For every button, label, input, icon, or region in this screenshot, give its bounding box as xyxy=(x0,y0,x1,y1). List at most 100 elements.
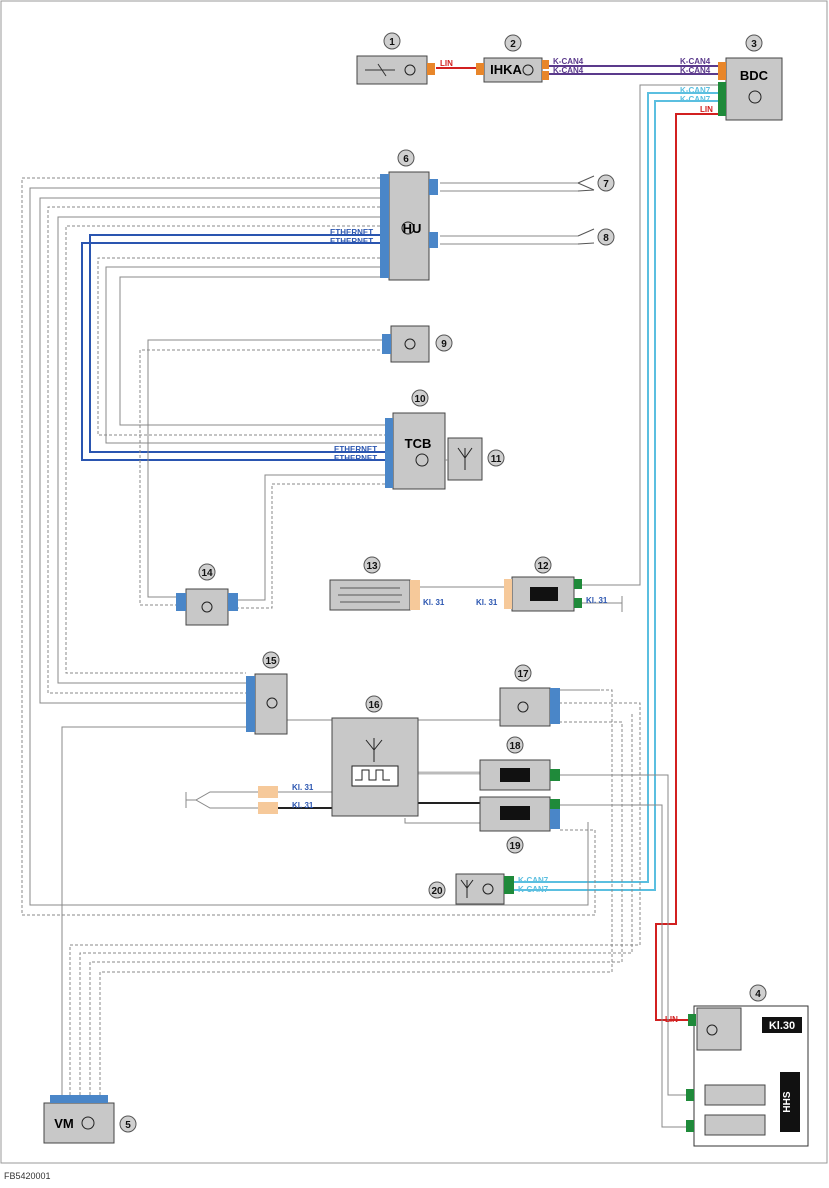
connector-5 xyxy=(50,1095,108,1103)
antenna-7 xyxy=(577,175,595,192)
connector-3-c xyxy=(718,82,726,90)
number-marker-8: 8 xyxy=(597,228,615,246)
controller-icon-2 xyxy=(522,64,534,76)
harness-wire-3 xyxy=(39,197,380,704)
diode-array-13 xyxy=(338,587,402,603)
controller-icon-9 xyxy=(404,338,416,350)
number-text-6: 6 xyxy=(403,154,409,165)
connector-15 xyxy=(246,676,255,732)
kcan7-wire-a xyxy=(514,92,718,883)
hhs-badge xyxy=(780,1072,800,1132)
number-marker-4: 4 xyxy=(749,984,767,1002)
connector-3-e xyxy=(718,98,726,106)
bus-label-kcan7-1: K-CAN7 xyxy=(680,86,711,95)
number-text-18: 18 xyxy=(509,741,521,752)
number-marker-13: 13 xyxy=(363,556,381,574)
wire-10-14-b xyxy=(238,483,385,609)
connector-16-kl31-a xyxy=(258,786,278,798)
number-text-16: 16 xyxy=(368,700,380,711)
component-6-hu xyxy=(388,171,430,281)
bus-label-kcan4-4: K-CAN4 xyxy=(680,66,711,75)
connector-3-a xyxy=(718,62,726,71)
bus-label-kcan7-3: K-CAN7 xyxy=(518,876,549,885)
number-marker-3: 3 xyxy=(745,34,763,52)
ethernet-wire-b xyxy=(81,242,385,461)
component-5-vm xyxy=(43,1102,115,1144)
component-15 xyxy=(254,673,288,735)
harness-wire-4 xyxy=(47,206,380,694)
number-marker-16: 16 xyxy=(365,695,383,713)
kl30-badge xyxy=(762,1017,802,1033)
bus-label-ethernet-4: ETHERNET xyxy=(334,454,377,463)
number-marker-19: 19 xyxy=(506,836,524,854)
vm-wire-5 xyxy=(99,689,613,1095)
connector-12-right-a xyxy=(574,579,582,589)
antenna-icon-20 xyxy=(460,879,474,898)
number-marker-17: 17 xyxy=(514,664,532,682)
harness-wire-9 xyxy=(119,276,385,426)
vm-wire-2 xyxy=(69,702,641,1095)
wire-10-14-a xyxy=(238,474,385,601)
bus-label-kl31-16b: Kl. 31 xyxy=(292,801,314,810)
ethernet-wire-a xyxy=(89,234,385,453)
number-text-2: 2 xyxy=(510,39,516,50)
label-kl30: Kl.30 xyxy=(769,1020,795,1032)
harness-wire-5 xyxy=(57,216,380,684)
heater-element-a xyxy=(704,1084,766,1106)
controller-icon-1 xyxy=(404,64,416,76)
connector-4-b xyxy=(686,1120,694,1132)
wire-16-19-b xyxy=(404,818,480,824)
connector-3-b xyxy=(718,71,726,80)
connector-13 xyxy=(410,580,420,610)
harness-wire-2 xyxy=(29,187,589,906)
connector-12-right-b xyxy=(574,598,582,608)
number-text-15: 15 xyxy=(265,656,277,667)
controller-icon-10 xyxy=(415,453,429,467)
connector-4-a xyxy=(686,1089,694,1101)
label-ihka: IHKA xyxy=(490,62,522,77)
number-text-11: 11 xyxy=(491,454,502,465)
connector-20 xyxy=(504,876,514,894)
controller-icon-14 xyxy=(201,601,213,613)
number-text-7: 7 xyxy=(603,179,609,190)
bus-label-kl31-12a: Kl. 31 xyxy=(476,598,498,607)
number-marker-15: 15 xyxy=(262,651,280,669)
harness-wire-7 xyxy=(97,257,385,436)
number-marker-6: 6 xyxy=(397,149,415,167)
component-17 xyxy=(499,687,551,727)
bus-label-ethernet-2: ETHERNET xyxy=(330,237,373,246)
number-text-19: 19 xyxy=(509,841,521,852)
relay-icon-19 xyxy=(500,806,530,820)
relay-icon-18 xyxy=(500,768,530,782)
number-text-14: 14 xyxy=(201,568,213,579)
bus-label-kl31-16a: Kl. 31 xyxy=(292,783,314,792)
ground-symbol-16 xyxy=(185,792,196,808)
connector-3-d xyxy=(718,90,726,98)
antenna-icon-11 xyxy=(457,447,473,470)
controller-icon-15 xyxy=(266,697,278,709)
label-bdc: BDC xyxy=(740,68,769,83)
connector-2-left xyxy=(476,63,484,75)
antenna-8 xyxy=(577,228,595,245)
wire-9-14-b xyxy=(139,349,385,606)
number-marker-9: 9 xyxy=(435,334,453,352)
connector-1 xyxy=(427,63,435,75)
controller-icon-4 xyxy=(706,1024,718,1036)
connector-2-right-a xyxy=(542,60,549,69)
component-2-ihka xyxy=(483,57,543,83)
figure-code: FB5420001 xyxy=(4,1171,51,1181)
bus-label-kcan4-2: K-CAN4 xyxy=(553,66,584,75)
antenna-icon-16 xyxy=(365,738,383,762)
bus-label-ethernet-3: ETHERNET xyxy=(334,445,377,454)
connector-6-right-a xyxy=(429,179,438,195)
component-9 xyxy=(390,325,430,363)
number-text-5: 5 xyxy=(125,1120,131,1131)
connector-18 xyxy=(550,769,560,781)
number-marker-12: 12 xyxy=(534,556,552,574)
connector-4-lin xyxy=(688,1014,696,1026)
controller-icon-5 xyxy=(81,1116,95,1130)
wire-18-4 xyxy=(560,774,694,1096)
number-text-12: 12 xyxy=(537,561,549,572)
